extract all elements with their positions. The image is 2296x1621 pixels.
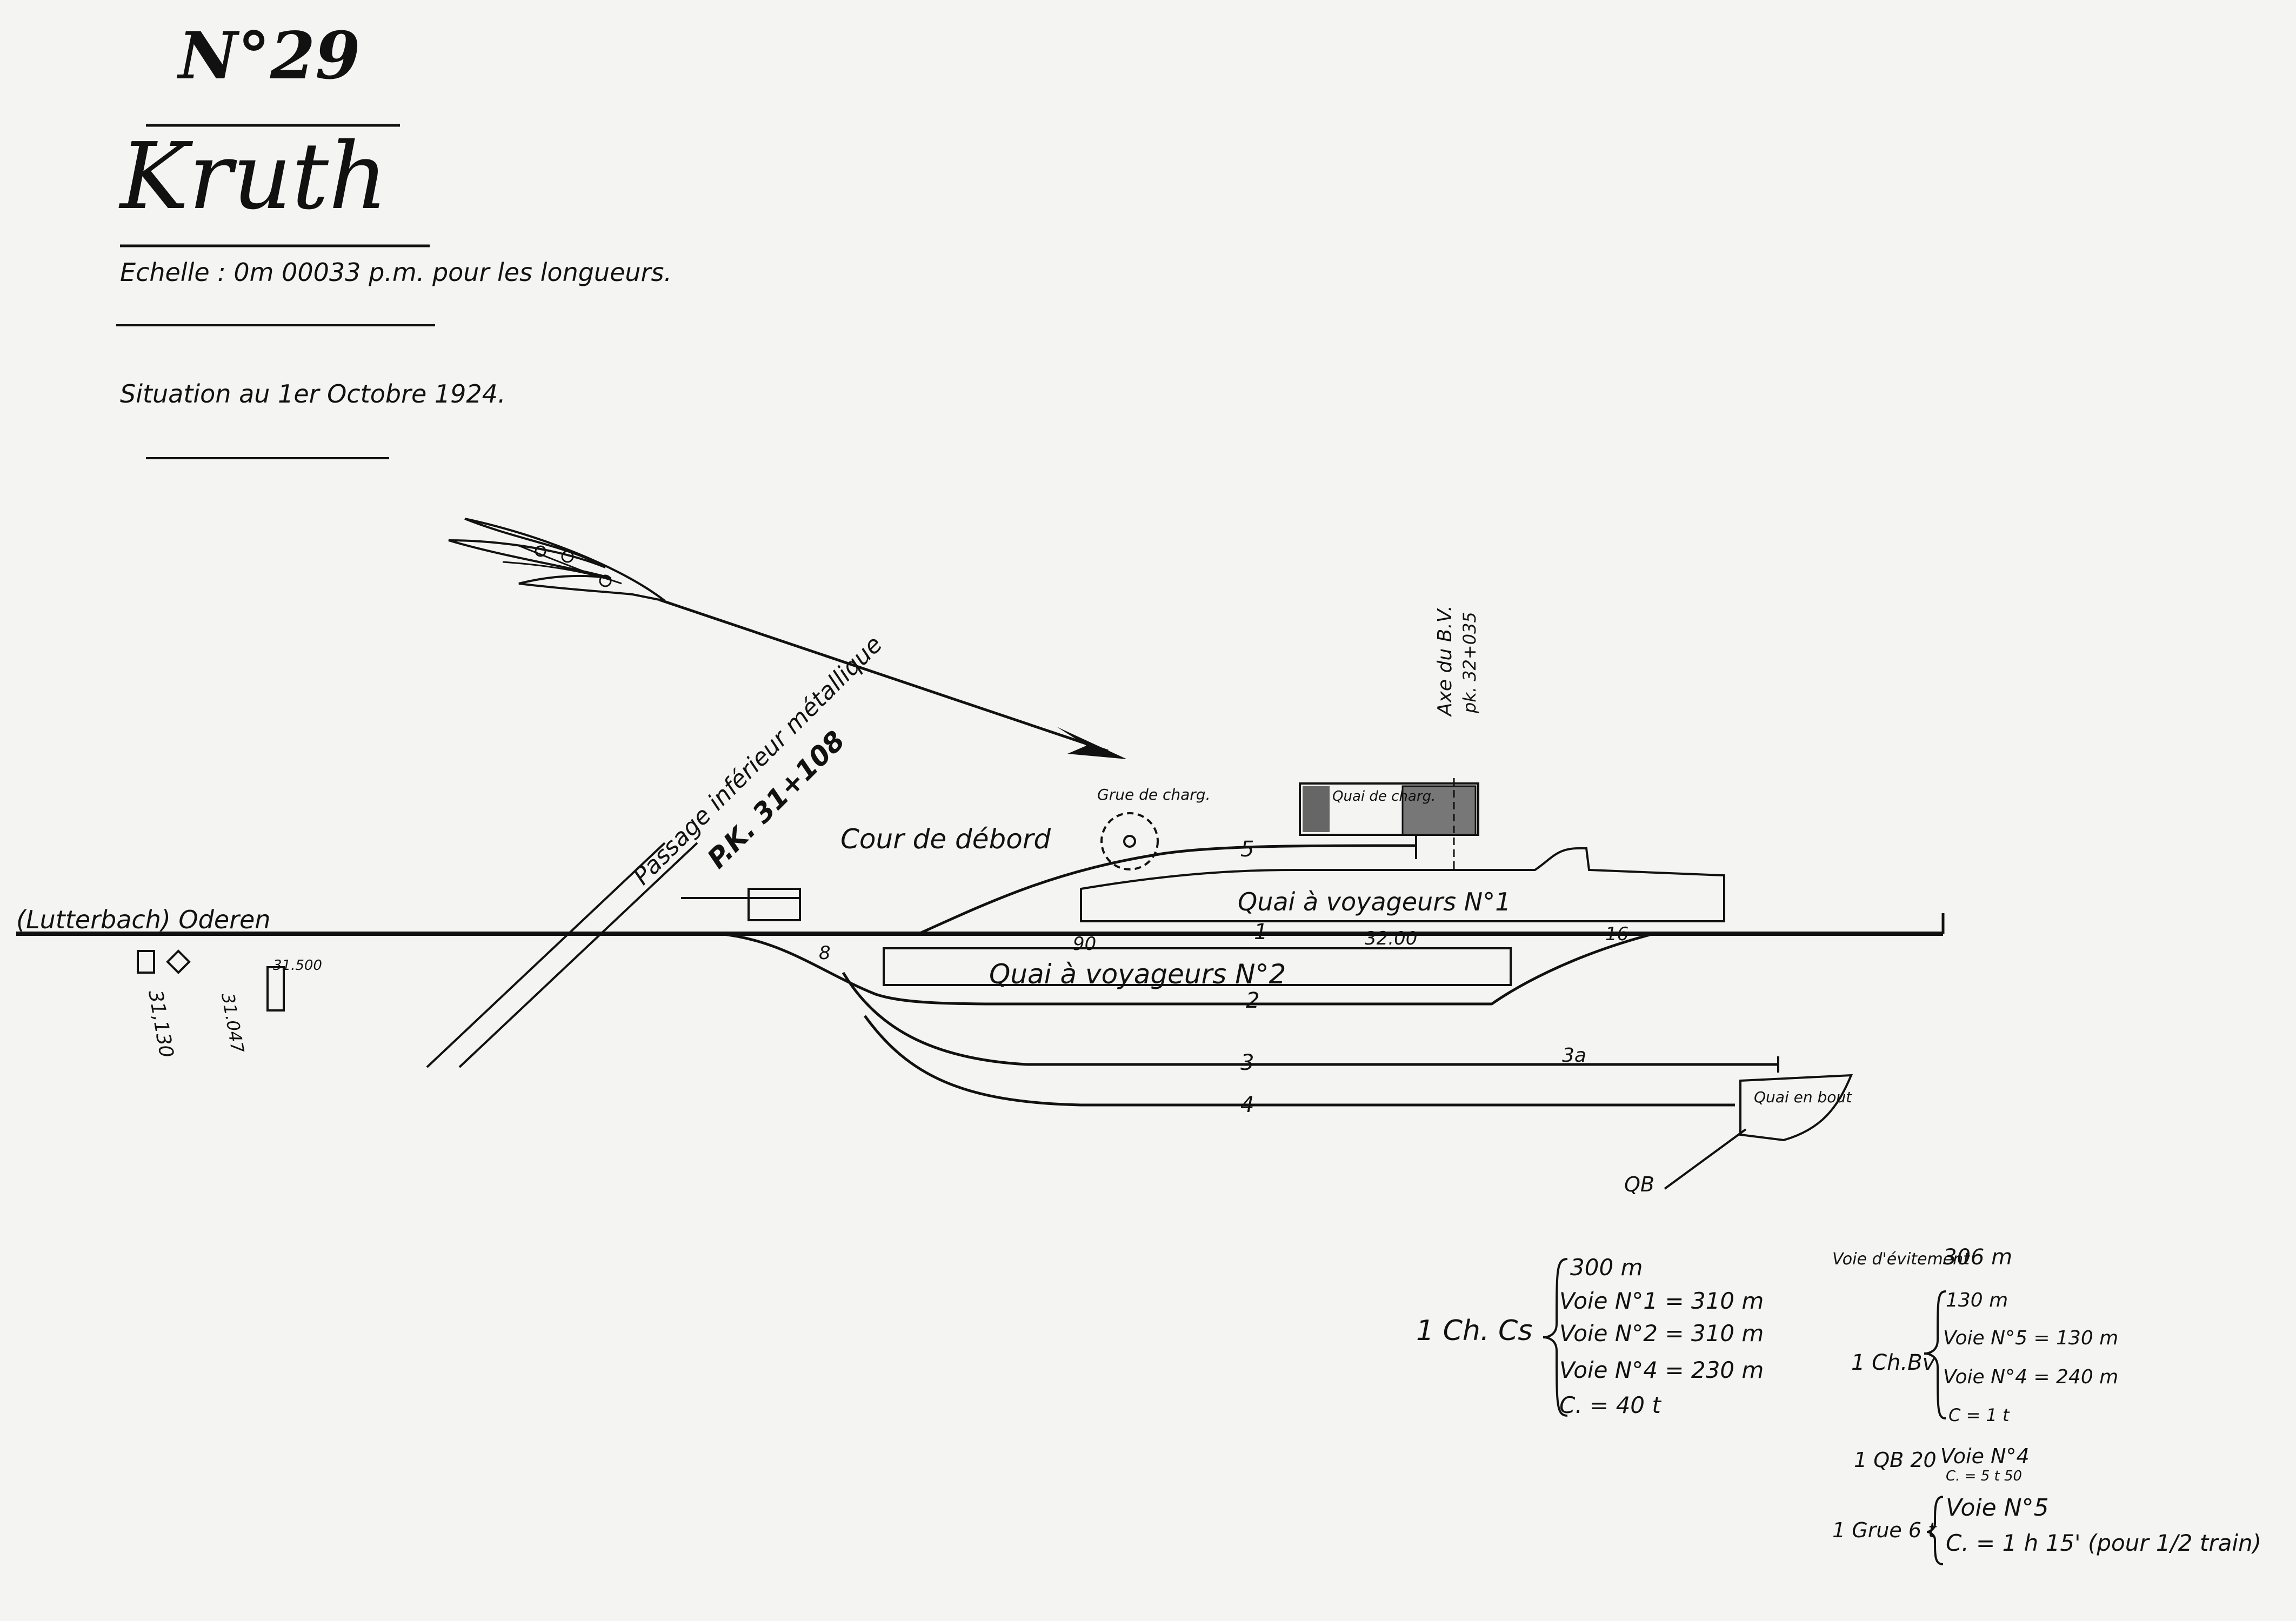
north-arrow-feather-lines [502,545,622,585]
line-origin-label: (Lutterbach) Oderen [16,905,271,934]
ch-bv-label: 1 Ch.Bv [1851,1350,1936,1375]
track-label-1: 1 [1254,920,1267,945]
ch-bv-line: Voie N°5 = 130 m [1943,1327,2118,1349]
track-2 [718,932,1654,1006]
north-arrow [448,518,1127,759]
header: N°29 Kruth Echelle : 0m 00033 p.m. pour … [116,18,672,459]
bv-axis-label: Axe du B.V. [1434,605,1456,717]
grue-line: Voie N°5 [1946,1494,2049,1522]
underpass-line [458,842,698,1068]
ch-cs-line: C. = 40 t [1559,1392,1661,1418]
grue-label: 1 Grue 6 t [1832,1518,1937,1542]
qb-note-line: C. = 5 t 50 [1946,1468,2022,1484]
loading-yard-label: Cour de débord [840,823,1051,855]
platform-2-label: Quai à voyageurs N°2 [989,959,1286,990]
evitement-label: Voie d'évitement [1832,1250,1970,1269]
track-label-3: 3 [1240,1050,1254,1075]
platform-2 [883,947,1512,986]
feather-mark [535,545,546,557]
underpass-line [426,842,666,1068]
underpass: Passage inférieur métallique P.K. 31+108 [426,631,888,1068]
track-label-4: 4 [1240,1093,1254,1117]
pk-mark-1: 31,130 [144,988,177,1059]
ch-bv-line: 130 m [1946,1289,2008,1311]
ch-bv-line: C = 1 t [1948,1405,2010,1425]
end-quay [1739,1074,1853,1142]
qb-note-line: Voie N°4 [1940,1444,2030,1468]
ch-cs-line: Voie N°2 = 310 m [1559,1320,1764,1347]
marker-90: 90 [1073,933,1096,955]
scale-note: Echelle : 0m 00033 p.m. pour les longueu… [120,258,672,287]
track-5 [918,844,1417,935]
qb-note-label: 1 QB 20 [1854,1448,1937,1472]
marker-32-00: 32.00 [1365,928,1417,949]
ch-bv-brace [1924,1290,1946,1419]
platform-1-label: Quai à voyageurs N°1 [1238,887,1511,916]
north-arrow-feather [448,518,666,602]
end-quay-label: Quai en bout [1754,1088,1852,1106]
ch-bv-line: Voie N°4 = 240 m [1943,1366,2118,1388]
signal-board [266,966,285,1012]
bv-axis-pk: pk. 32+035 [1459,612,1480,714]
north-arrow-shaft [659,598,1109,753]
signal-km: 31.500 [273,957,322,974]
qb-pointer [1664,1128,1747,1190]
platform-1 [1080,847,1725,922]
ch-cs-line: 300 m [1570,1254,1643,1281]
track-label-2: 2 [1246,988,1259,1013]
loading-quay-label: Quai de charg. [1332,788,1436,805]
loading-crane-center [1123,835,1136,848]
feather-mark [561,550,574,563]
ch-cs-line: Voie N°4 = 230 m [1559,1357,1764,1383]
north-arrow-head [1057,727,1127,759]
station-name: Kruth [118,123,388,230]
track-layout: (Lutterbach) Oderen Quai à voyageurs N°1… [16,605,1945,1196]
equipment-notes: 1 Ch. Cs 300 m Voie N°1 = 310 m Voie N°2… [1416,1245,2261,1565]
feather-mark [599,574,612,587]
pk-mark-2: 31.047 [217,992,248,1055]
bv-building [1401,785,1477,836]
track-label-3a: 3a [1562,1044,1586,1067]
loading-quay [1299,782,1479,836]
ch-cs-brace [1543,1258,1568,1417]
situation-date: Situation au 1er Octobre 1924. [120,379,506,408]
grue-line: C. = 1 h 15' (pour 1/2 train) [1946,1530,2261,1556]
track-label-5: 5 [1240,837,1254,862]
loading-crane-label: Grue de charg. [1097,786,1210,803]
marker-16: 16 [1605,923,1628,945]
loading-crane [1100,812,1159,870]
ch-cs-label: 1 Ch. Cs [1416,1315,1532,1347]
grue-brace [1926,1496,1944,1565]
marker-8: 8 [819,942,831,964]
loading-quay-hatch [1303,786,1330,832]
signal-diamond [166,949,191,974]
signal-post [137,950,155,974]
plan-number: N°29 [176,18,361,94]
evitement-value: 306 m [1943,1245,2012,1270]
siding-shed [747,888,801,921]
qb-label: QB [1624,1173,1654,1196]
ch-cs-line: Voie N°1 = 310 m [1559,1288,1764,1314]
track-3 [842,972,1778,1066]
track-4 [863,1015,1735,1107]
